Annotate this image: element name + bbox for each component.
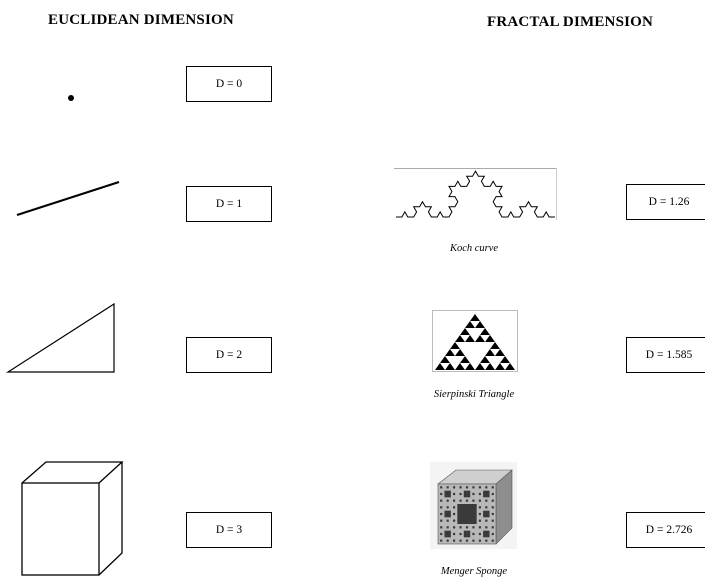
dimension-box-koch: D = 1.26 [626, 184, 705, 220]
sierpinski-caption: Sierpinski Triangle [433, 389, 515, 400]
dimension-box-point: D = 0 [186, 66, 272, 102]
dimension-box-line: D = 1 [186, 186, 272, 222]
menger-sponge-figure [430, 462, 517, 549]
koch-curve-caption: Koch curve [449, 243, 499, 254]
sierpinski-triangle-figure [432, 310, 518, 372]
euclidean-heading: EUCLIDEAN DIMENSION [48, 12, 234, 28]
fractal-heading: FRACTAL DIMENSION [487, 14, 654, 30]
dimension-box-cube: D = 3 [186, 512, 272, 548]
koch-curve-figure [394, 168, 557, 220]
dimension-box-menger: D = 2.726 [626, 512, 705, 548]
dimension-box-triangle: D = 2 [186, 337, 272, 373]
dimension-box-sierpinski: D = 1.585 [626, 337, 705, 373]
menger-sponge-caption: Menger Sponge [440, 566, 508, 577]
